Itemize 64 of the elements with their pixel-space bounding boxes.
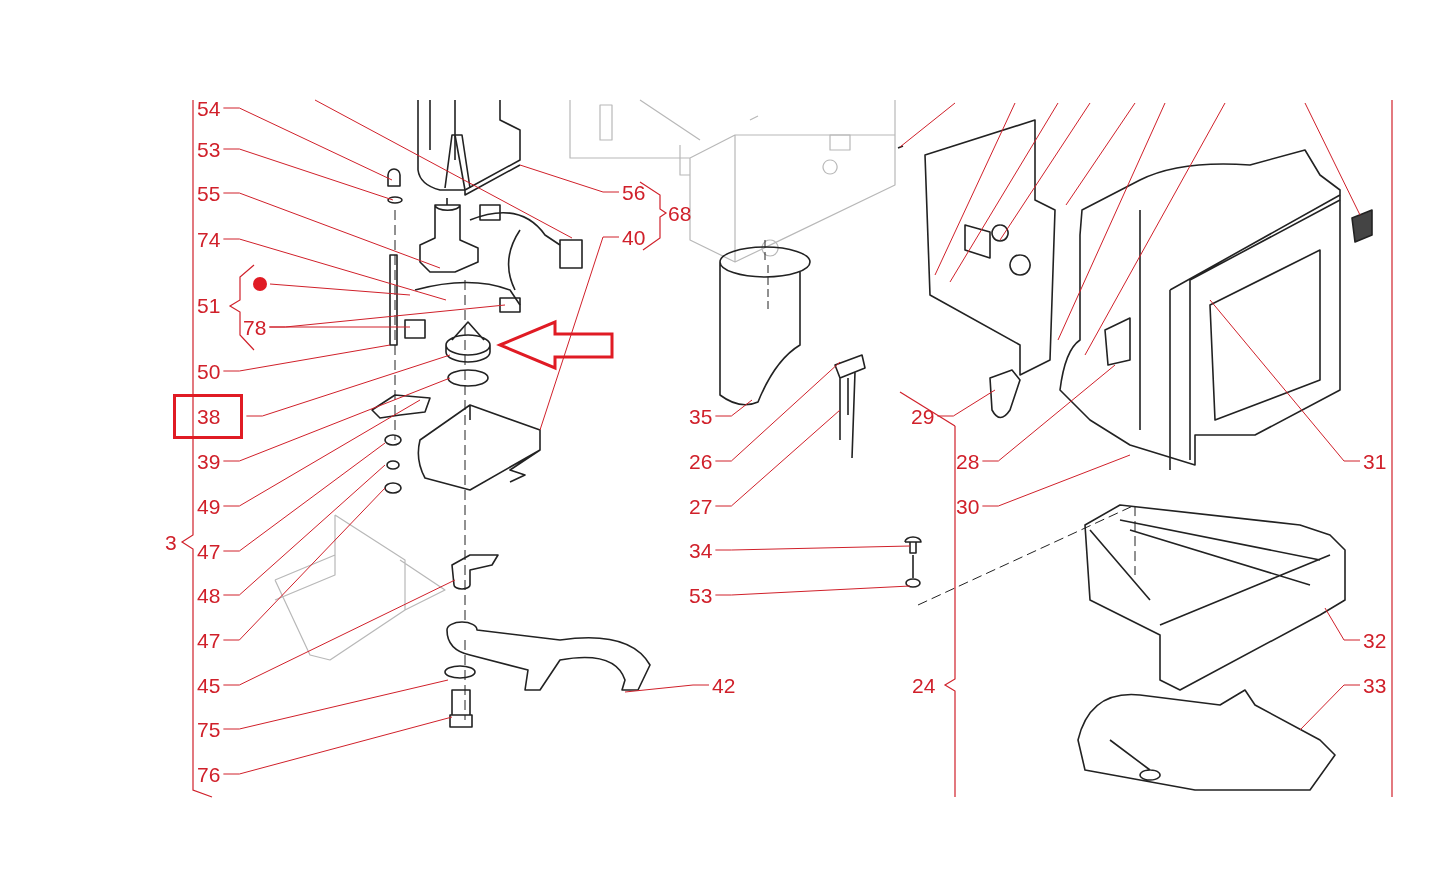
leader-line [222, 579, 456, 686]
leader-line [245, 354, 451, 417]
leader-line [624, 684, 710, 693]
callout-number: 31 [1363, 450, 1387, 472]
leader-line [714, 409, 841, 507]
callout-number: 50 [197, 360, 221, 382]
leader-line [1209, 299, 1361, 462]
callout-number: 32 [1363, 629, 1387, 651]
leader-line [1299, 684, 1361, 731]
callout-number: 54 [197, 97, 221, 119]
callout-number: 33 [1363, 674, 1387, 696]
group-number: 68 [668, 202, 692, 224]
group-number: 3 [165, 531, 177, 553]
callout-number: 53 [197, 138, 221, 160]
leader-line [222, 464, 386, 596]
leader-line [714, 399, 753, 417]
callout-number: 26 [689, 450, 713, 472]
leader-line [222, 679, 449, 730]
leader-line [222, 107, 393, 181]
leader-line [222, 344, 391, 372]
callout-number: 35 [689, 405, 713, 427]
leader-line [981, 364, 1116, 462]
callout-number: 75 [197, 718, 221, 740]
callout-number: 47 [197, 540, 221, 562]
leader-line [222, 442, 386, 552]
callout-number: 47 [197, 629, 221, 651]
callout-number: 28 [956, 450, 980, 472]
callout-number: 45 [197, 674, 221, 696]
leader-line [1324, 607, 1361, 641]
callout-number: 30 [956, 495, 980, 517]
leader-line [268, 304, 506, 328]
callout-number: 49 [197, 495, 221, 517]
callout-number: 74 [197, 228, 221, 250]
leader-line [981, 454, 1131, 507]
callout-number: 42 [712, 674, 736, 696]
leader-line [519, 164, 620, 193]
leader-line [714, 585, 911, 596]
marker-dot [253, 277, 267, 291]
callout-number: 53 [689, 584, 713, 606]
leader-line [222, 238, 447, 301]
leader-line [222, 192, 441, 269]
callout-number: 78 [243, 316, 267, 338]
callout-number: 76 [197, 763, 221, 785]
group-number: 24 [912, 674, 936, 696]
leader-line [936, 389, 996, 417]
callout-number: 40 [622, 226, 646, 248]
leader-line [539, 236, 620, 431]
callout-number: 55 [197, 182, 221, 204]
callout-number: 56 [622, 181, 646, 203]
callout-number: 48 [197, 584, 221, 606]
leader-line [714, 545, 911, 551]
highlighted-callout-number: 38 [173, 393, 244, 439]
group-number: 51 [197, 294, 221, 316]
callout-number: 27 [689, 495, 713, 517]
leader-line [222, 716, 453, 775]
callout-number: 34 [689, 539, 713, 561]
leader-line [269, 283, 411, 296]
callout-number: 29 [911, 405, 935, 427]
leader-line [222, 377, 451, 462]
leader-line [222, 148, 394, 201]
leader-line [222, 487, 386, 641]
callout-number: 39 [197, 450, 221, 472]
leader-line [222, 399, 421, 507]
leader-line [714, 361, 841, 462]
